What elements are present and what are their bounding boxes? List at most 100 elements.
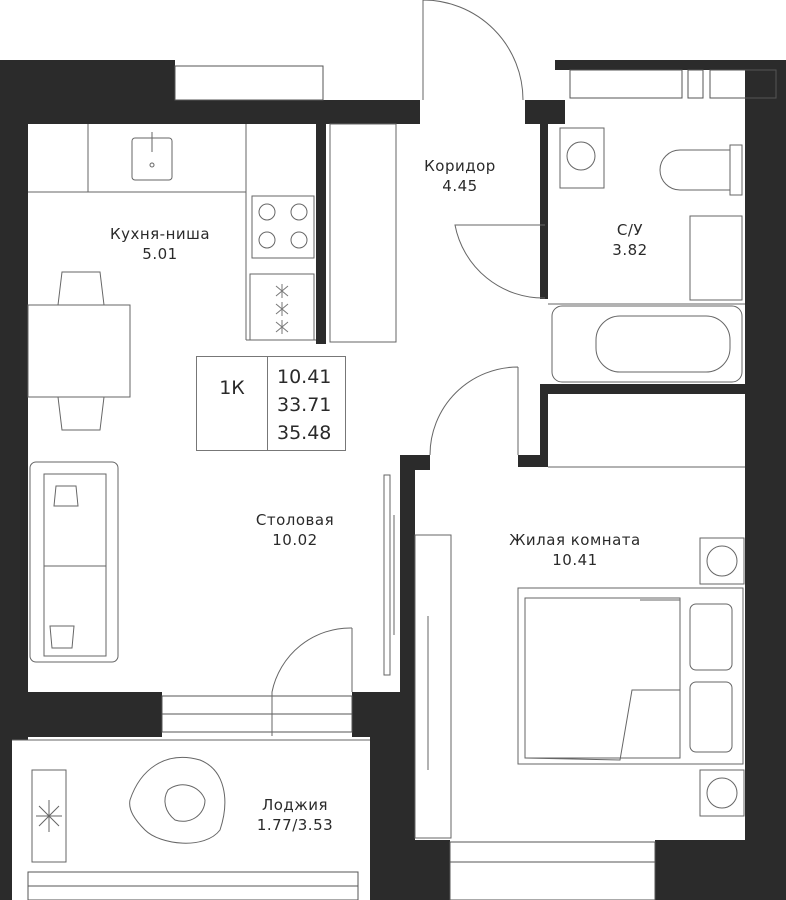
sliding-door-dining (383, 474, 391, 676)
bed-pillow (689, 681, 733, 753)
burner-icon (258, 203, 276, 221)
room-name: Столовая (255, 511, 335, 529)
room-label-loggia: Лоджия 1.77/3.53 (240, 795, 350, 835)
room-label-dining: Столовая 10.02 (240, 510, 350, 550)
bathroom-fixtures (551, 127, 743, 383)
lamp-icon (706, 545, 738, 577)
room-label-kitchen: Кухня-ниша 5.01 (95, 224, 225, 264)
wall-bath-stub (540, 394, 548, 464)
wall-bottom-dining-right (352, 692, 400, 737)
room-area: 4.45 (442, 177, 478, 195)
room-area: 10.41 (552, 551, 598, 569)
pillow-icon (49, 625, 75, 649)
sofa (29, 461, 119, 663)
wall-bottom-dining-left (0, 692, 162, 737)
washing-machine-drum-icon (566, 141, 596, 171)
burner-icon (290, 203, 308, 221)
nightstand (699, 769, 745, 817)
nightstand (699, 537, 745, 585)
room-area: 1.77/3.53 (256, 816, 334, 834)
wall-living-right-top (518, 455, 548, 467)
window-living (449, 841, 656, 900)
kitchen-fixtures (131, 132, 315, 341)
wall-right-top (745, 60, 786, 900)
living-door (429, 366, 519, 456)
summary-divider (267, 357, 268, 450)
toilet (659, 149, 731, 191)
blanket (524, 599, 681, 761)
apartment-type: 1К (219, 377, 245, 399)
window-kitchen (174, 65, 324, 101)
wall-loggia-right (370, 737, 415, 900)
walls (0, 60, 786, 900)
interior-lines (12, 123, 745, 741)
living-furniture (517, 537, 745, 817)
wall-corridor-left (316, 124, 326, 344)
room-name: Жилая комната (509, 531, 641, 549)
sliding-door-living (414, 534, 452, 839)
loggia-door (271, 627, 353, 736)
wall-loggia-left (0, 737, 12, 900)
wall-living-bottom-left (415, 840, 450, 900)
snowflake-icon (275, 284, 289, 334)
living-area-value: 10.41 (277, 366, 332, 388)
wall-top-mid (175, 100, 420, 124)
stove (251, 195, 315, 259)
wall-right-edge (778, 60, 786, 100)
room-label-living: Жилая комната 10.41 (500, 530, 650, 570)
room-label-corridor: Коридор 4.45 (405, 156, 515, 196)
loggia-furniture (31, 756, 226, 863)
bed-pillow (689, 603, 733, 671)
bath-sink (689, 215, 743, 301)
sink-drain-icon (149, 162, 155, 168)
bathtub (551, 305, 743, 383)
pillow-icon (53, 485, 79, 507)
plant-icon (36, 800, 62, 832)
corridor-closet (329, 123, 397, 343)
room-name: Лоджия (261, 796, 329, 814)
bed-inner (524, 597, 681, 759)
fridge (249, 273, 315, 341)
window-bath-1 (569, 69, 683, 99)
burner-icon (258, 231, 276, 249)
wall-left-outer (0, 60, 28, 740)
wall-bath-bottom (540, 384, 745, 394)
armchair (129, 756, 226, 844)
window-bath-3 (709, 69, 777, 99)
bathtub-inner (595, 315, 731, 373)
sofa-cushion (43, 473, 107, 567)
dining-table (27, 304, 131, 398)
burner-icon (290, 231, 308, 249)
doors (271, 0, 546, 839)
total-with-loggia-value: 35.48 (277, 422, 332, 444)
room-area: 10.02 (272, 531, 318, 549)
windows (27, 65, 777, 900)
bed (517, 587, 744, 765)
lamp-icon (706, 777, 738, 809)
dining-furniture (27, 271, 131, 663)
room-label-bathroom: С/У 3.82 (590, 220, 670, 260)
chair-bottom (57, 396, 105, 431)
entrance-door (422, 0, 524, 101)
chair-top (57, 271, 105, 306)
sofa-cushion (43, 565, 107, 657)
washing-machine (559, 127, 605, 189)
plant-box (31, 769, 67, 863)
summary-values: 10.41 33.71 35.48 (277, 363, 331, 447)
wall-living-bottom-right (655, 840, 745, 900)
toilet-tank (729, 144, 743, 196)
room-area: 3.82 (612, 241, 648, 259)
armchair-cushion (164, 784, 206, 822)
room-name: С/У (616, 221, 644, 239)
room-area: 5.01 (142, 245, 178, 263)
apartment-summary: 1К 10.41 33.71 35.48 (196, 356, 346, 451)
wall-top-left (0, 60, 175, 124)
wall-bath-left (540, 124, 548, 299)
wall-top-right (525, 100, 565, 124)
total-area-value: 33.71 (277, 394, 332, 416)
window-bath-2 (687, 69, 704, 99)
bathroom-door (454, 224, 546, 299)
wall-top-right-2 (555, 60, 786, 70)
room-name: Коридор (424, 157, 496, 175)
